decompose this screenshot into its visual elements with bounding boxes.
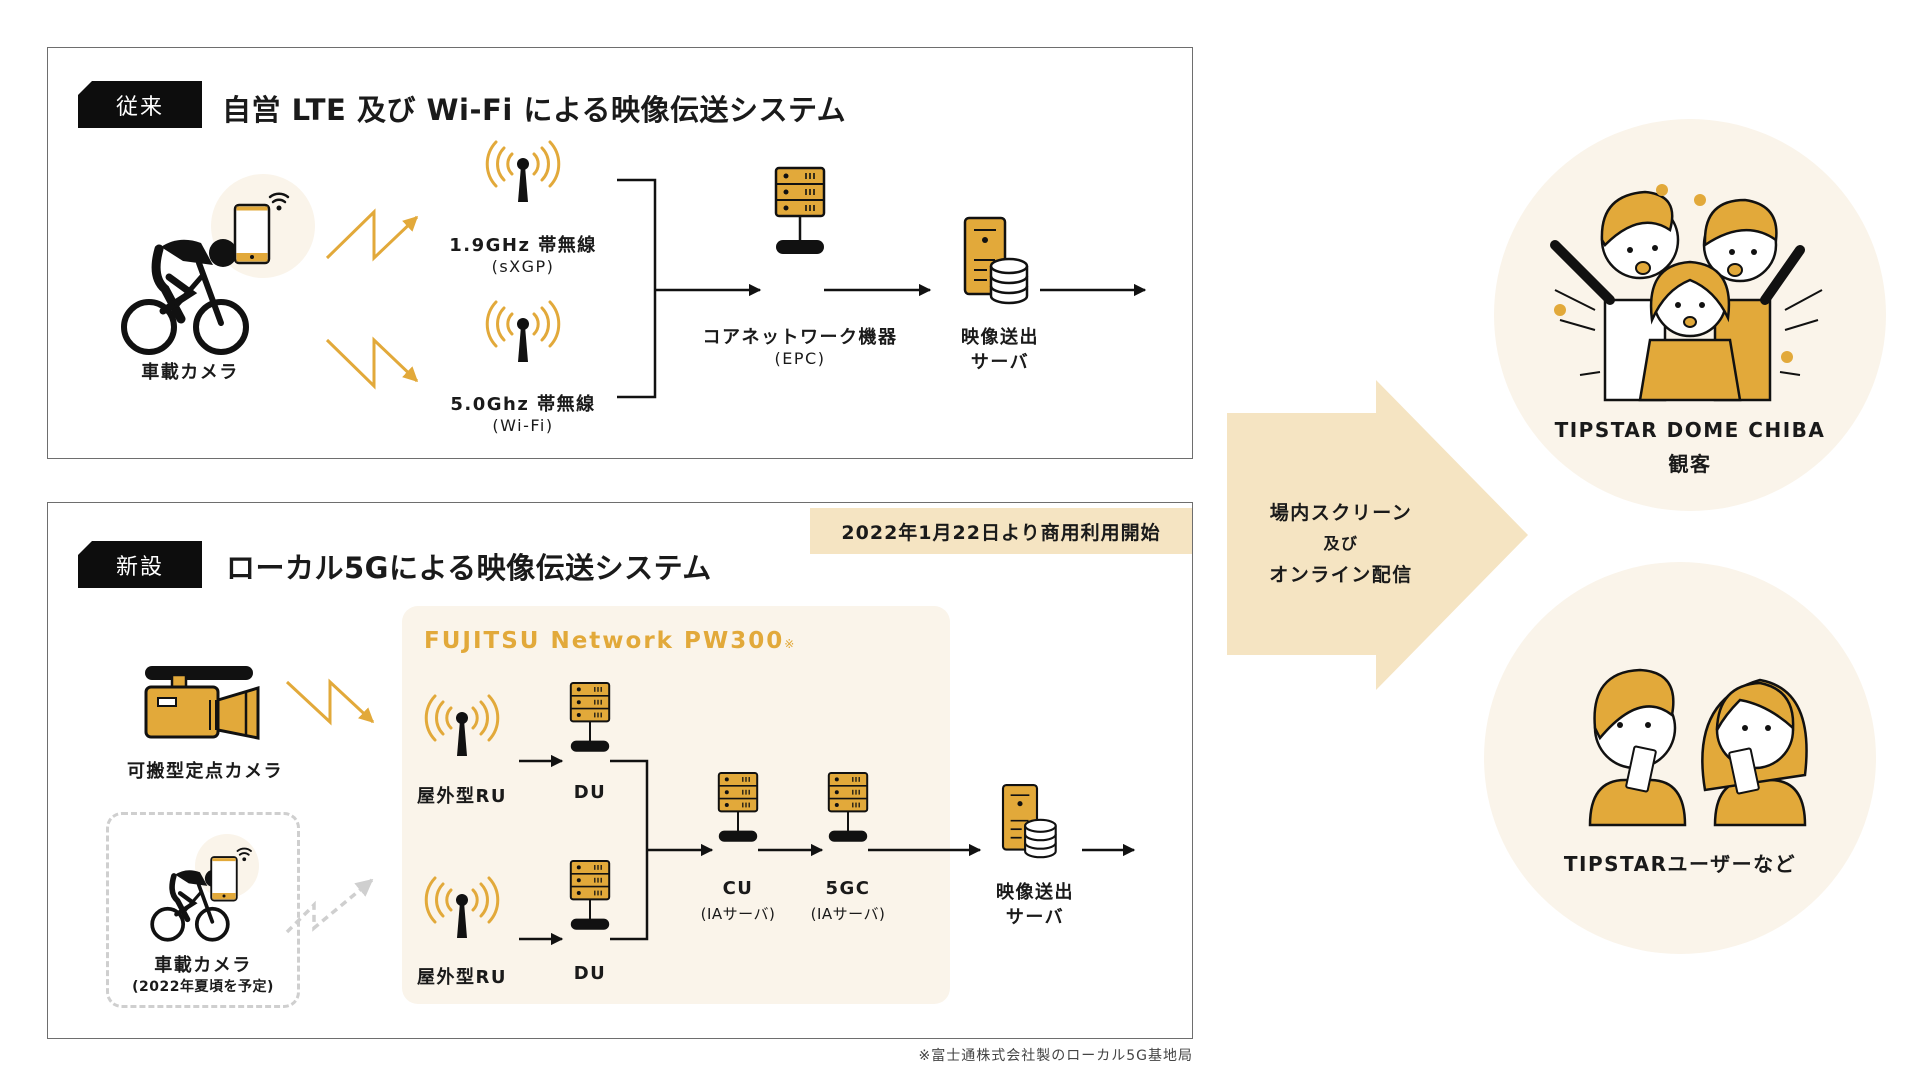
fujitsu-network-name: FUJITSU Network PW300 — [424, 628, 785, 654]
distribution-line3: オンライン配信 — [1269, 564, 1413, 586]
online-users-circle — [1484, 562, 1876, 954]
video-server-icon — [1001, 783, 1057, 859]
future-vehicle-camera-box — [106, 812, 300, 1008]
conventional-title: 自営 LTE 及び Wi-Fi による映像伝送システム — [222, 93, 847, 127]
5gc-sub: (IAサーバ) — [810, 905, 886, 923]
vehicle-camera-schedule: (2022年夏頃を予定) — [132, 979, 274, 995]
new-system-title: ローカル5Gによる映像伝送システム — [226, 551, 712, 585]
core-network-server-icon — [774, 166, 826, 256]
du-server-icon — [569, 681, 611, 753]
vehicle-camera-label: 車載カメラ — [141, 362, 239, 383]
video-server-label: 映像送出 — [996, 882, 1074, 903]
cu-label: CU — [722, 878, 754, 899]
smartphone-users-illustration — [1588, 668, 1808, 827]
radio-wave-arrow-icon — [285, 678, 375, 726]
cu-sub: (IAサーバ) — [700, 905, 776, 923]
video-camera-icon — [144, 666, 260, 740]
commercial-start-badge: 2022年1月22日より商用利用開始 — [810, 508, 1192, 554]
new-badge: 新設 — [78, 541, 202, 588]
online-users-label: TIPSTARユーザーなど — [1563, 852, 1797, 876]
radio-wave-arrow-icon — [325, 336, 419, 390]
antenna-2-sub: (Wi-Fi) — [492, 416, 554, 435]
5gc-label: 5GC — [825, 878, 871, 899]
outdoor-ru-2-label: 屋外型RU — [417, 967, 507, 988]
video-server-label-line2: サーバ — [1005, 907, 1065, 928]
footnote: ※富士通株式会社製のローカル5G基地局 — [918, 1048, 1193, 1064]
antenna-2-label: 5.0Ghz 帯無線 — [450, 394, 596, 415]
du-1-label: DU — [573, 782, 607, 803]
video-server-icon — [963, 216, 1029, 305]
distribution-line2: 及び — [1323, 534, 1359, 553]
antenna-1-sub: (sXGP) — [491, 257, 555, 276]
outdoor-ru-1-label: 屋外型RU — [417, 786, 507, 807]
core-network-label: コアネットワーク機器 — [702, 327, 898, 348]
fixed-camera-label: 可搬型定点カメラ — [127, 761, 283, 782]
fujitsu-network-title: FUJITSU Network PW300※ — [424, 628, 794, 654]
outdoor-ru-antenna-icon — [424, 694, 500, 758]
core-network-sub: (EPC) — [774, 349, 826, 368]
planned-radio-wave-arrow-icon — [285, 878, 374, 934]
venue-audience-label: TIPSTAR DOME CHIBA — [1554, 418, 1826, 442]
merge-bracket — [617, 178, 657, 399]
outdoor-ru-antenna-icon — [424, 876, 500, 940]
du-2-label: DU — [573, 963, 607, 984]
cheering-audience-illustration — [1550, 184, 1823, 402]
antenna-icon — [485, 300, 561, 364]
distribution-arrow — [1227, 380, 1528, 690]
antenna-1-label: 1.9GHz 帯無線 — [449, 235, 597, 256]
du-server-icon — [569, 859, 611, 931]
cu-server-icon — [717, 771, 759, 843]
video-server-label: 映像送出 — [961, 327, 1039, 348]
distribution-line1: 場内スクリーン — [1269, 502, 1413, 524]
conventional-badge: 従来 — [78, 81, 202, 128]
antenna-icon — [485, 140, 561, 204]
radio-wave-arrow-icon — [325, 208, 419, 262]
venue-audience-label-line2: 観客 — [1668, 452, 1712, 476]
5gc-server-icon — [827, 771, 869, 843]
video-server-label-line2: サーバ — [970, 352, 1030, 373]
footnote-mark: ※ — [784, 637, 795, 651]
vehicle-camera-label: 車載カメラ — [154, 955, 252, 976]
cyclist-icon — [124, 239, 246, 352]
